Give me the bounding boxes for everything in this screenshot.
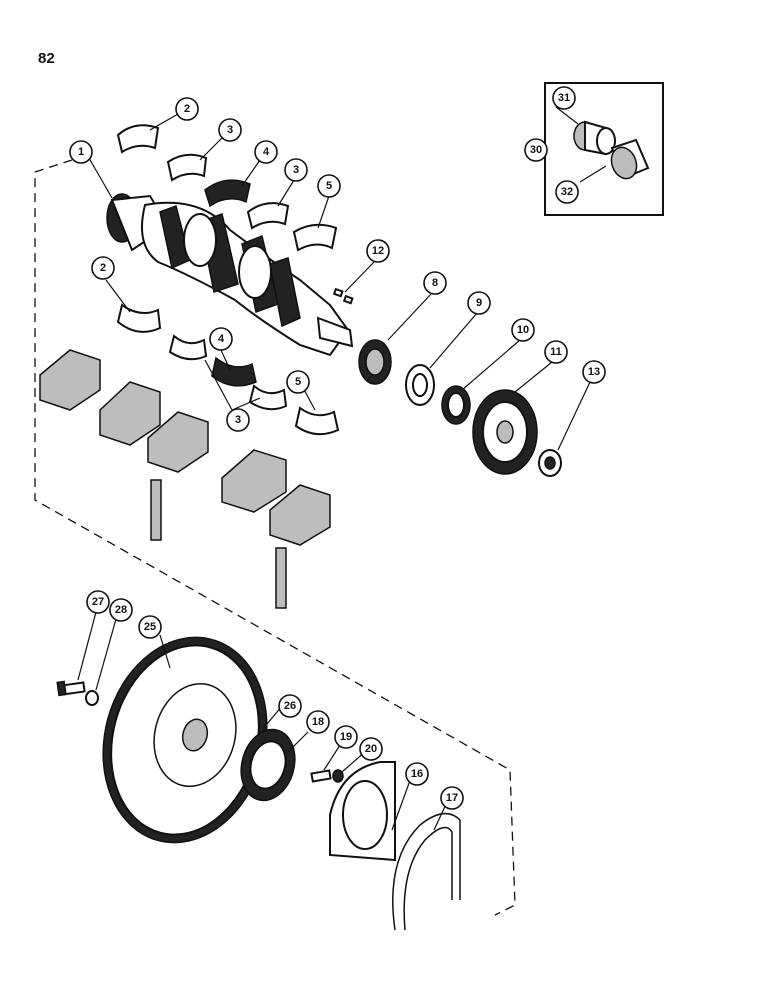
callout-11: 11 [544, 340, 568, 364]
washer-part-28 [85, 690, 99, 706]
svg-text:10: 10 [517, 324, 529, 336]
callout-32: 32 [555, 180, 579, 204]
rear-seal-part-18 [240, 728, 296, 802]
upper-bearing-shells [116, 124, 338, 252]
svg-text:16: 16 [411, 768, 423, 780]
svg-text:30: 30 [530, 144, 542, 156]
crankshaft [106, 193, 354, 357]
lower-bearing-shells [116, 303, 340, 436]
callout-31: 31 [552, 86, 576, 110]
svg-text:2: 2 [184, 103, 190, 115]
callout-9: 9 [467, 291, 491, 315]
svg-text:2: 2 [100, 262, 106, 274]
svg-text:26: 26 [284, 700, 296, 712]
callout-26: 26 [278, 694, 302, 718]
callout-3-upper-b: 3 [284, 158, 308, 182]
svg-text:11: 11 [550, 346, 562, 358]
bushing-part-32 [610, 138, 650, 180]
svg-text:4: 4 [263, 146, 270, 158]
callout-12: 12 [366, 239, 390, 263]
callout-20: 20 [359, 737, 383, 761]
svg-text:19: 19 [340, 731, 352, 743]
bushing-part-31 [573, 120, 616, 156]
cap-bolts [150, 479, 287, 609]
callout-28: 28 [109, 598, 133, 622]
callout-19: 19 [334, 725, 358, 749]
pulley-part-11 [472, 389, 538, 475]
callout-1: 1 [69, 140, 93, 164]
svg-text:3: 3 [293, 164, 299, 176]
callout-13: 13 [582, 360, 606, 384]
washer-part-9 [405, 364, 435, 406]
callout-17: 17 [440, 786, 464, 810]
washer-part-20 [332, 769, 344, 783]
svg-text:25: 25 [144, 621, 156, 633]
svg-text:20: 20 [365, 743, 377, 755]
callout-4-upper: 4 [254, 140, 278, 164]
svg-text:4: 4 [218, 333, 225, 345]
gear-part-8 [358, 339, 392, 385]
nut-part-13 [538, 449, 562, 477]
svg-text:17: 17 [446, 792, 458, 804]
callout-5-lower: 5 [286, 370, 310, 394]
callout-27: 27 [86, 590, 110, 614]
callout-18: 18 [306, 710, 330, 734]
svg-text:5: 5 [326, 180, 332, 192]
callout-2-upper: 2 [175, 97, 199, 121]
svg-text:18: 18 [312, 716, 324, 728]
callout-10: 10 [511, 318, 535, 342]
callout-30: 30 [524, 138, 548, 162]
callout-3-upper-a: 3 [218, 118, 242, 142]
main-bearing-caps [39, 349, 331, 546]
callout-25: 25 [138, 615, 162, 639]
flywheel-bolt-part-27 [56, 680, 86, 697]
svg-text:8: 8 [432, 277, 438, 289]
leader-lines [77, 106, 607, 831]
assembly-boundary [34, 159, 516, 916]
page-number: 82 [38, 50, 55, 67]
callout-4-lower: 4 [209, 327, 233, 351]
svg-text:1: 1 [78, 146, 84, 158]
callout-5-upper: 5 [317, 174, 341, 198]
svg-text:9: 9 [476, 297, 482, 309]
seal-part-10 [441, 385, 471, 425]
keys-part-12 [332, 287, 354, 305]
callout-3-lower: 3 [226, 408, 250, 432]
svg-text:31: 31 [558, 92, 570, 104]
flywheel-part-25 [102, 636, 268, 844]
callout-16: 16 [405, 762, 429, 786]
svg-text:32: 32 [561, 186, 573, 198]
seal-retainer-part-16 [329, 761, 396, 862]
svg-text:13: 13 [588, 366, 600, 378]
screw-part-19 [310, 769, 332, 783]
svg-text:12: 12 [372, 245, 384, 257]
svg-text:3: 3 [235, 414, 241, 426]
svg-text:27: 27 [92, 596, 104, 608]
callout-2-lower: 2 [91, 256, 115, 280]
svg-text:28: 28 [115, 604, 127, 616]
svg-text:3: 3 [227, 124, 233, 136]
gasket-part-17 [392, 812, 461, 931]
svg-text:5: 5 [295, 376, 301, 388]
callout-8: 8 [423, 271, 447, 295]
